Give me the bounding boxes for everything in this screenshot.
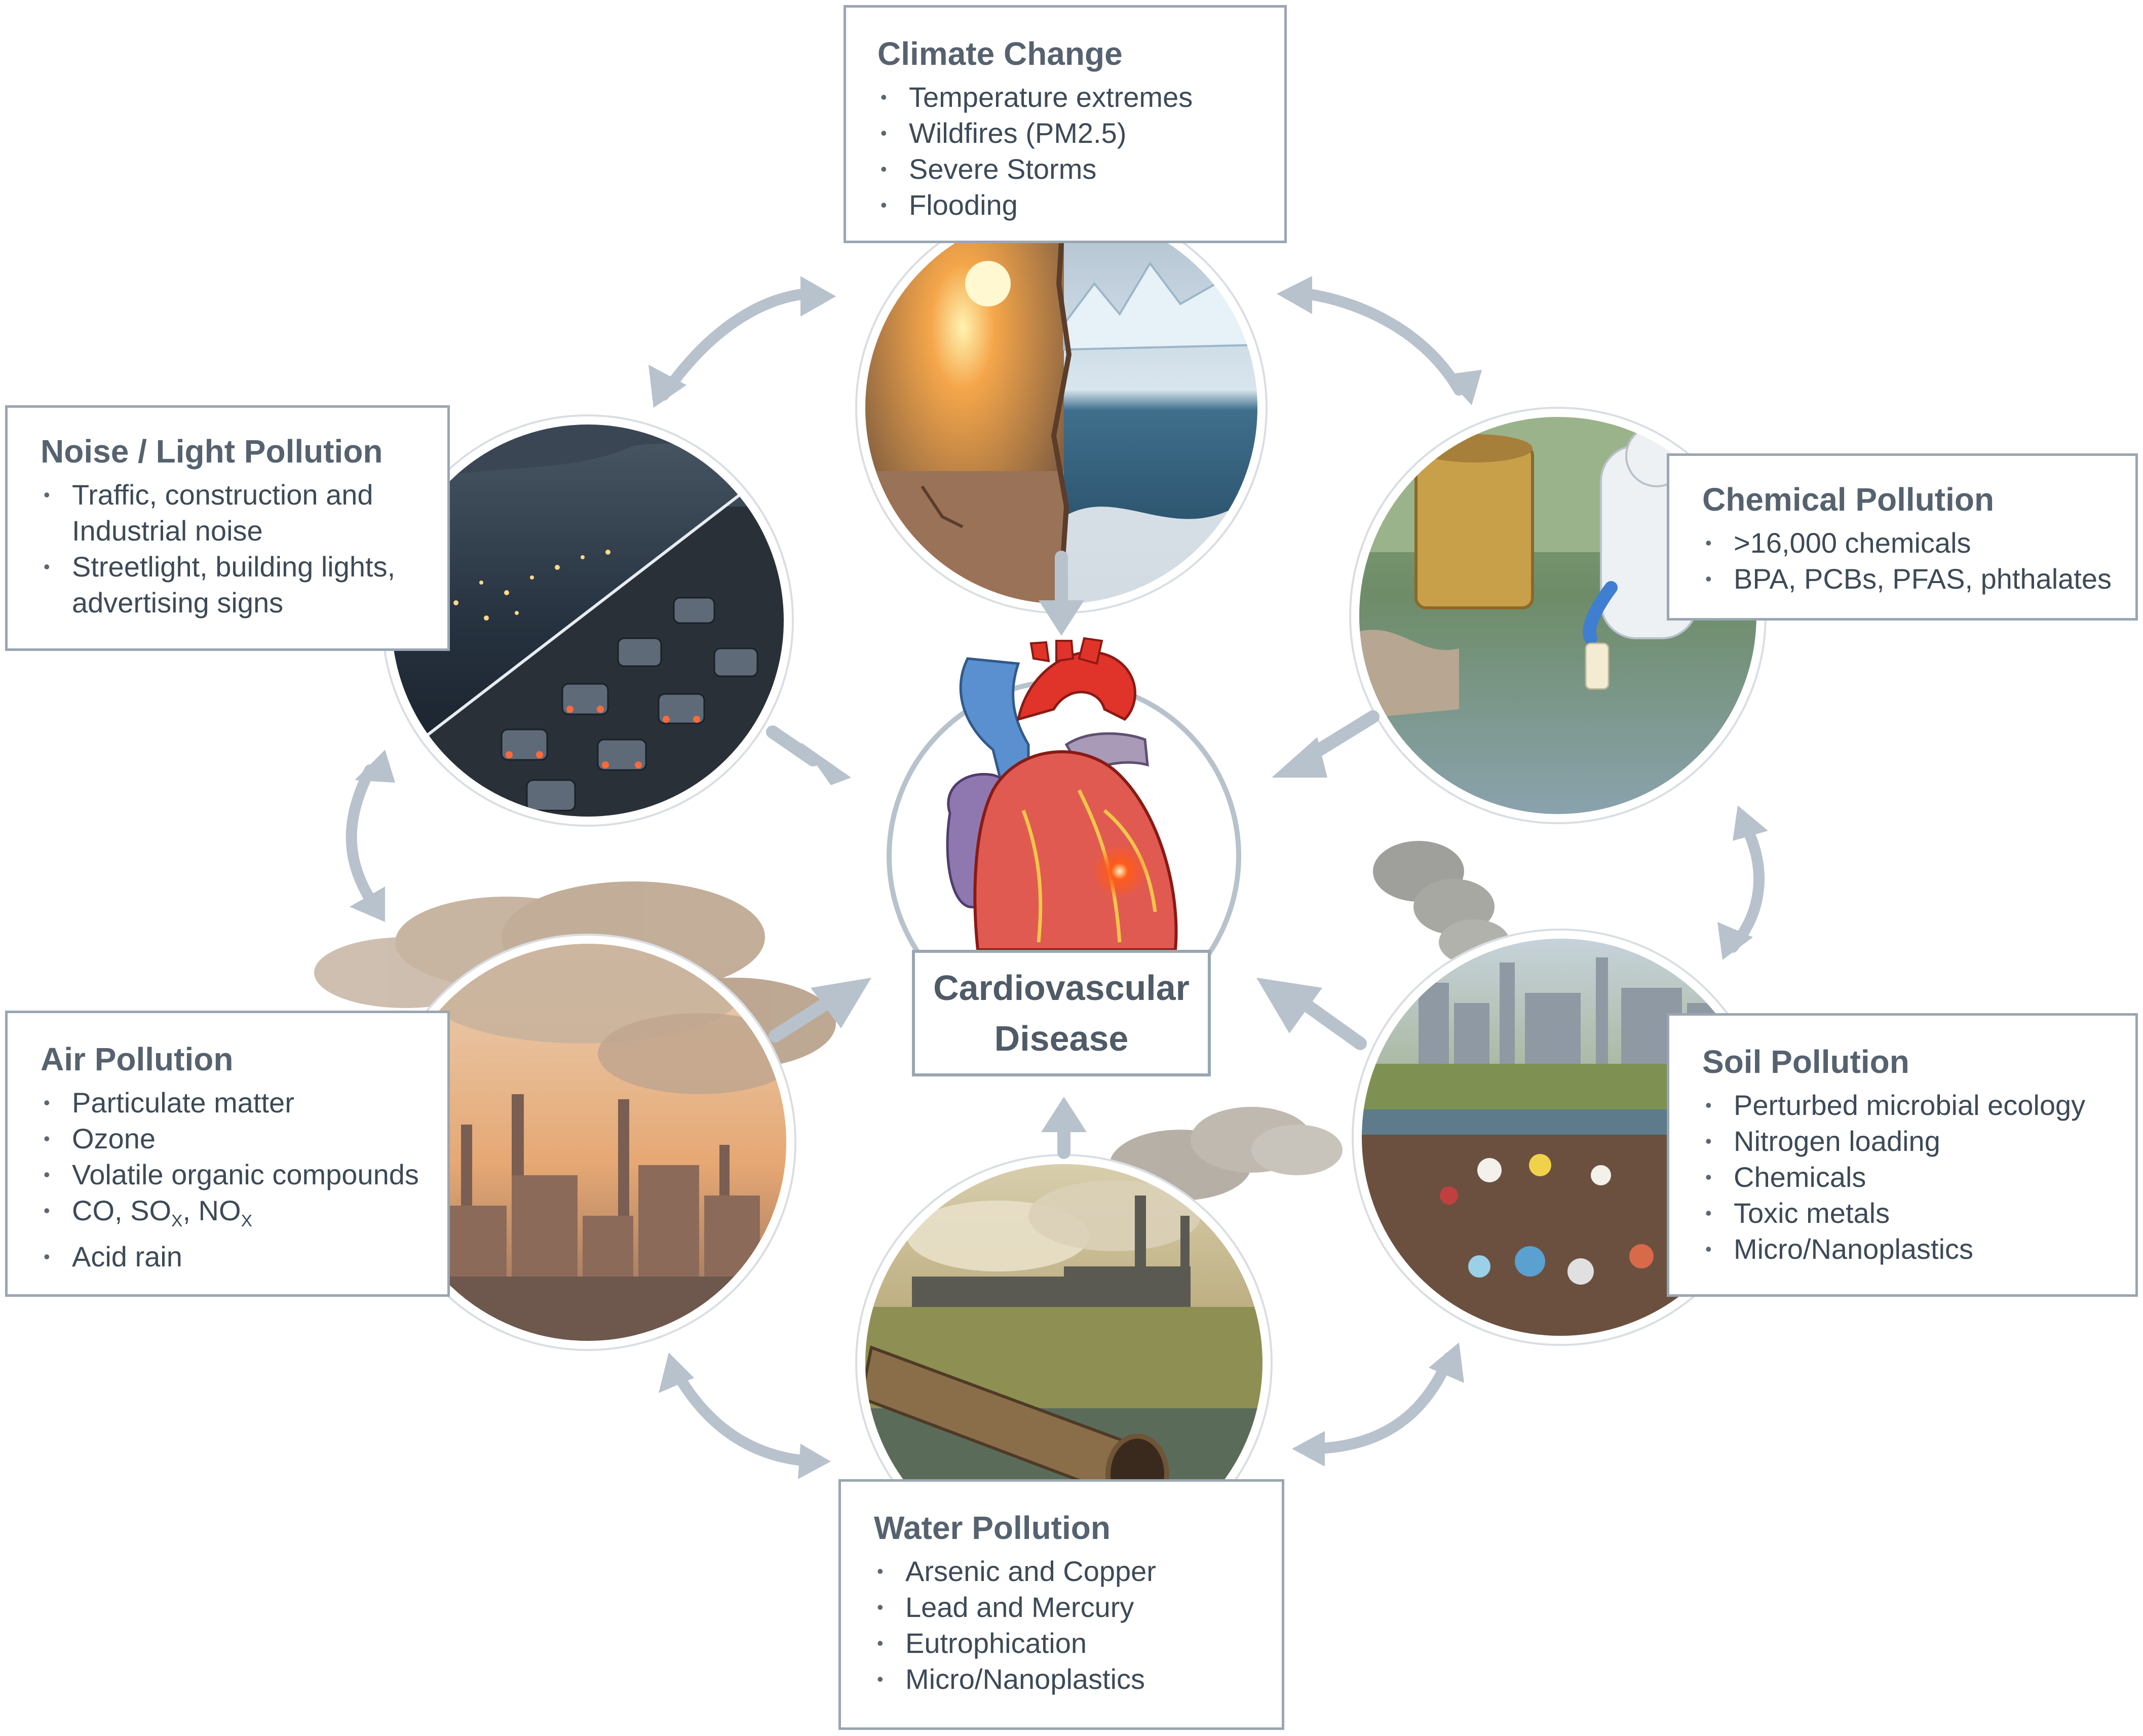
chemical-list: >16,000 chemicals BPA, PCBs, PFAS, phtha… <box>1702 525 2135 597</box>
noise-item: Traffic, construction and Industrial noi… <box>41 477 447 549</box>
noise-item: Streetlight, building lights, advertisin… <box>41 549 447 621</box>
air-item: Particulate matter <box>41 1085 447 1121</box>
air-gas-co: CO, SO <box>72 1194 172 1226</box>
climate-item: Temperature extremes <box>877 79 1284 115</box>
climate-box: Climate Change Temperature extremes Wild… <box>844 5 1287 243</box>
water-item: Lead and Mercury <box>874 1589 1282 1625</box>
soil-item: Perturbed microbial ecology <box>1702 1087 2135 1123</box>
water-list: Arsenic and Copper Lead and Mercury Eutr… <box>874 1553 1282 1697</box>
water-box: Water Pollution Arsenic and Copper Lead … <box>838 1479 1284 1730</box>
noise-title: Noise / Light Pollution <box>41 433 383 470</box>
air-item: Volatile organic compounds <box>41 1156 447 1192</box>
climate-item: Wildfires (PM2.5) <box>877 115 1284 151</box>
arrows <box>766 551 1380 1159</box>
air-item-gases: CO, SOX, NOX <box>41 1192 447 1239</box>
air-item: Ozone <box>41 1121 447 1156</box>
center-label-line1: Cardiovascular <box>933 968 1190 1008</box>
soil-item: Nitrogen loading <box>1702 1123 2135 1159</box>
air-image <box>385 940 790 1345</box>
water-item: Eutrophication <box>874 1625 1282 1661</box>
air-item: Acid rain <box>41 1239 447 1275</box>
climate-item: Flooding <box>877 187 1284 223</box>
soil-item: Chemicals <box>1702 1159 2135 1195</box>
soil-title: Soil Pollution <box>1702 1044 1909 1080</box>
noise-box: Noise / Light Pollution Traffic, constru… <box>5 405 450 651</box>
air-box: Air Pollution Particulate matter Ozone V… <box>5 1011 450 1297</box>
soil-item: Micro/Nanoplastics <box>1702 1231 2135 1267</box>
soil-list: Perturbed microbial ecology Nitrogen loa… <box>1702 1087 2135 1267</box>
soil-item: Toxic metals <box>1702 1195 2135 1231</box>
chemical-item: >16,000 chemicals <box>1702 525 2135 561</box>
chemical-item: BPA, PCBs, PFAS, phthalates <box>1702 561 2135 597</box>
chemical-title: Chemical Pollution <box>1702 481 1995 518</box>
heart-icon <box>946 637 1178 951</box>
center-label-line2: Disease <box>994 1019 1129 1058</box>
noise-item-line: Streetlight, building lights, <box>72 550 396 583</box>
air-title: Air Pollution <box>41 1041 234 1077</box>
climate-list: Temperature extremes Wildfires (PM2.5) S… <box>877 79 1284 223</box>
noise-list: Traffic, construction and Industrial noi… <box>41 477 447 621</box>
water-title: Water Pollution <box>874 1510 1111 1546</box>
cycle-arrowheads <box>350 276 1768 1479</box>
air-list: Particulate matter Ozone Volatile organi… <box>41 1085 447 1275</box>
water-item: Micro/Nanoplastics <box>874 1661 1282 1697</box>
center-label-box: Cardiovascular Disease <box>912 950 1211 1076</box>
air-gas-sub: X <box>171 1211 183 1230</box>
noise-item-line: Traffic, construction and <box>72 478 373 511</box>
noise-item-line: advertising signs <box>72 586 284 619</box>
climate-item: Severe Storms <box>877 151 1284 187</box>
noise-item-line: Industrial noise <box>72 514 263 547</box>
soil-box: Soil Pollution Perturbed microbial ecolo… <box>1667 1013 2138 1297</box>
climate-title: Climate Change <box>877 35 1123 72</box>
water-item: Arsenic and Copper <box>874 1553 1282 1589</box>
air-gas-no: , NO <box>182 1194 241 1226</box>
air-gas-sub: X <box>241 1211 252 1230</box>
water-smoke <box>1109 1107 1343 1201</box>
chemical-box: Chemical Pollution >16,000 chemicals BPA… <box>1667 453 2138 621</box>
